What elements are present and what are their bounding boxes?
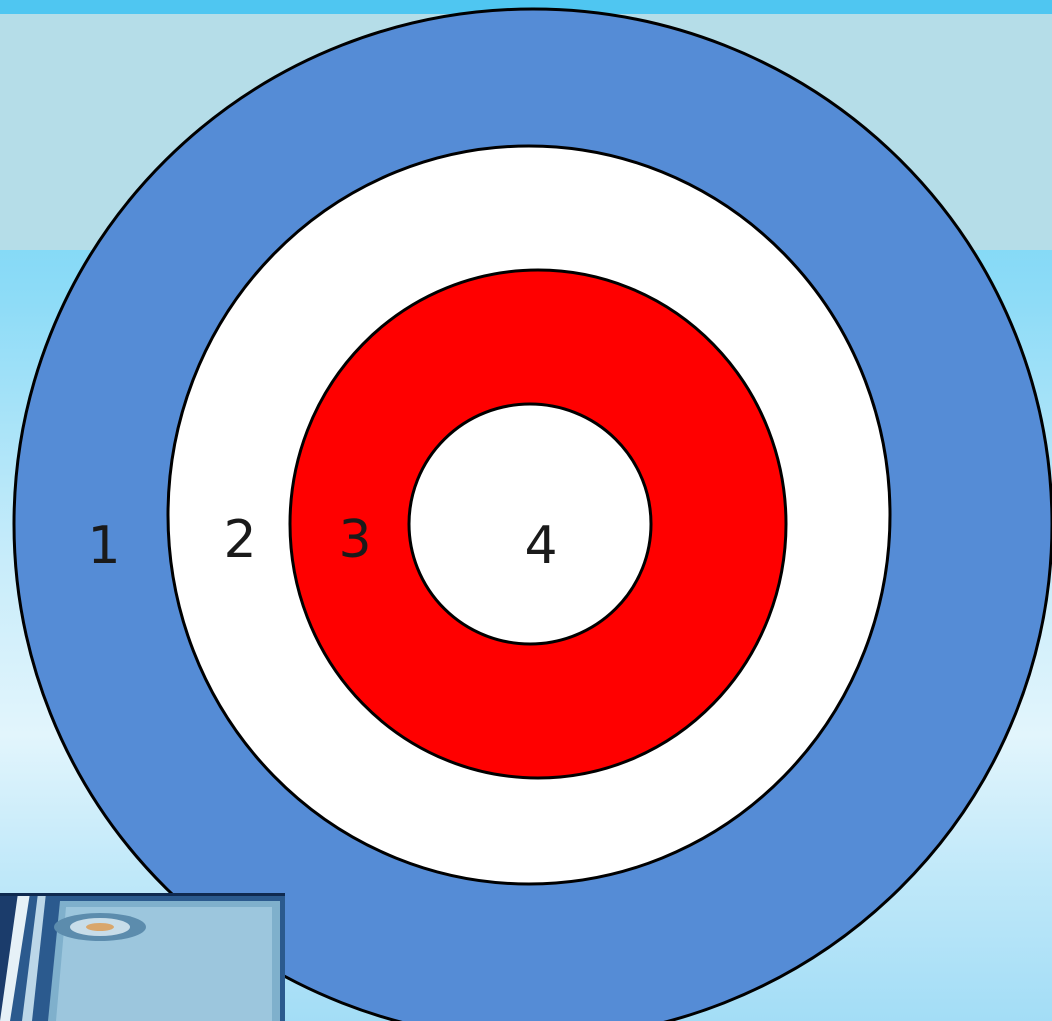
ring-3-label: 3	[338, 510, 371, 570]
ring-1-label: 1	[87, 516, 120, 576]
ring-2-label: 2	[223, 510, 256, 570]
curling-sheet-thumbnail[interactable]	[0, 893, 285, 1021]
curling-sheet-image	[0, 893, 285, 1021]
ring-4-label: 4	[524, 516, 557, 576]
